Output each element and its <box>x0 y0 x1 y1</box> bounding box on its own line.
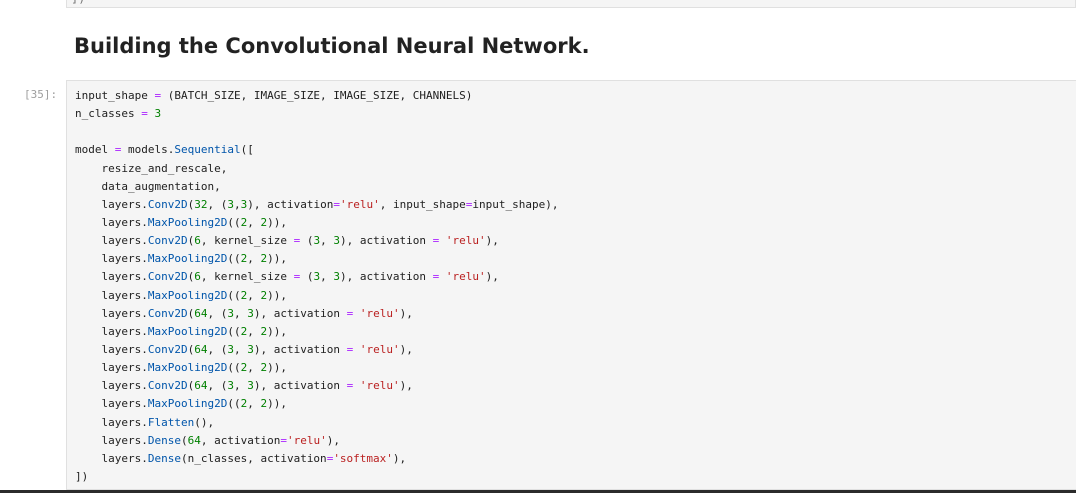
code-line: layers.MaxPooling2D((2, 2)), <box>75 361 287 375</box>
cell-prompt: [35]: <box>24 88 58 101</box>
code-line: n_classes = 3 <box>75 107 162 121</box>
code-cell[interactable]: input_shape = (BATCH_SIZE, IMAGE_SIZE, I… <box>66 80 1076 490</box>
code-editor[interactable]: input_shape = (BATCH_SIZE, IMAGE_SIZE, I… <box>75 87 559 486</box>
code-line: layers.MaxPooling2D((2, 2)), <box>75 215 287 229</box>
code-line: resize_and_rescale, <box>75 161 228 175</box>
code-line: layers.Dense(n_classes, activation='soft… <box>75 451 407 465</box>
code-line: ]) <box>75 469 89 483</box>
code-line: layers.Conv2D(64, (3, 3), activation = '… <box>75 379 413 393</box>
code-line: model = models.Sequential([ <box>75 143 254 157</box>
code-line: layers.MaxPooling2D((2, 2)), <box>75 324 287 338</box>
code-line: layers.Conv2D(6, kernel_size = (3, 3), a… <box>75 270 499 284</box>
code-line: layers.Conv2D(6, kernel_size = (3, 3), a… <box>75 234 499 248</box>
code-line: layers.MaxPooling2D((2, 2)), <box>75 288 287 302</box>
code-line: layers.Conv2D(64, (3, 3), activation = '… <box>75 306 413 320</box>
previous-cell[interactable]: ]) <box>66 0 1076 8</box>
code-line: layers.Conv2D(64, (3, 3), activation = '… <box>75 342 413 356</box>
window-bottom-border <box>0 490 1076 493</box>
code-line: input_shape = (BATCH_SIZE, IMAGE_SIZE, I… <box>75 89 473 102</box>
code-line: layers.Flatten(), <box>75 415 215 429</box>
code-line: layers.MaxPooling2D((2, 2)), <box>75 397 287 411</box>
code-line: data_augmentation, <box>75 179 221 193</box>
code-line <box>75 123 559 141</box>
code-line: layers.MaxPooling2D((2, 2)), <box>75 252 287 266</box>
code-line: layers.Dense(64, activation='relu'), <box>75 433 340 447</box>
code-line: layers.Conv2D(32, (3,3), activation='rel… <box>75 197 559 211</box>
previous-cell-tail: ]) <box>71 0 85 5</box>
markdown-heading: Building the Convolutional Neural Networ… <box>74 34 590 58</box>
